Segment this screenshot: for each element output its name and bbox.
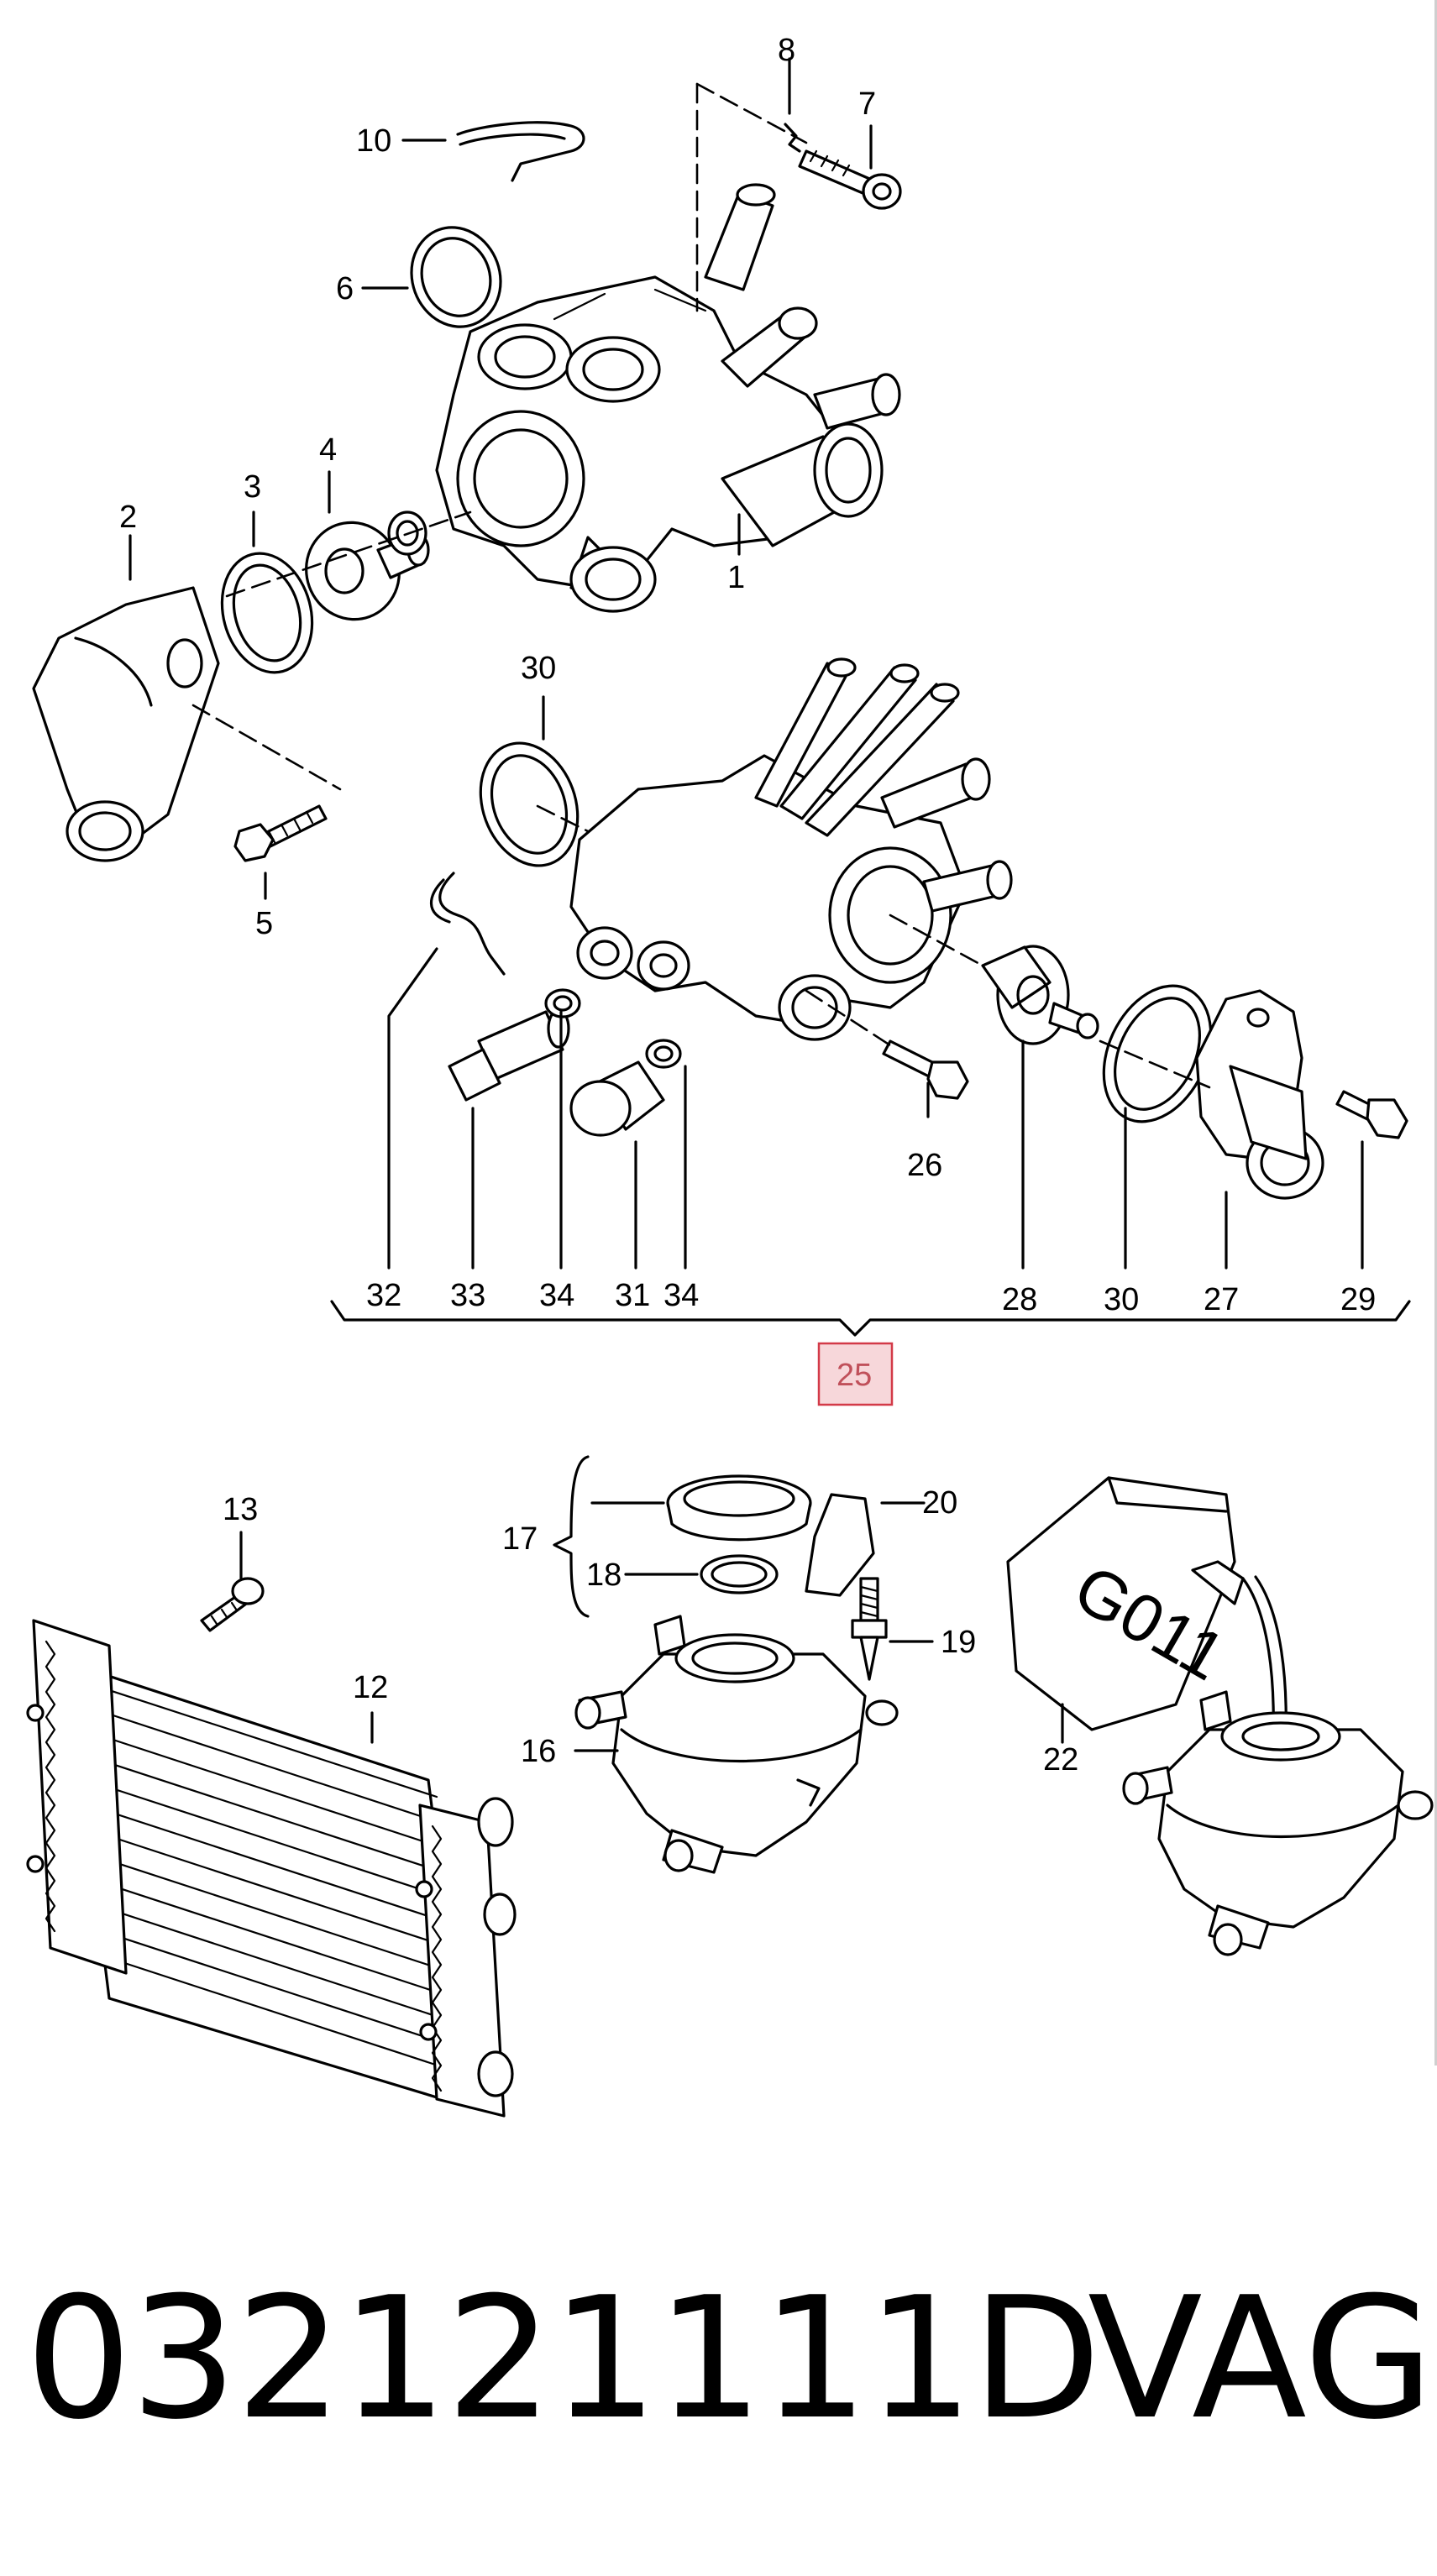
callout-22: 22 — [1043, 1742, 1078, 1778]
expansion-tank-filled — [1122, 1690, 1434, 1956]
callout-13: 13 — [223, 1492, 258, 1527]
callout-26: 26 — [907, 1148, 942, 1183]
screw-13 — [200, 1577, 265, 1632]
clip-10 — [456, 121, 585, 182]
expansion-tank-16 — [574, 1615, 899, 1874]
callout-34-b: 34 — [663, 1278, 699, 1313]
radiator-12 — [26, 1619, 517, 2118]
callout-27: 27 — [1204, 1282, 1239, 1317]
callout-19: 19 — [941, 1625, 976, 1660]
callout-30-top: 30 — [521, 651, 556, 686]
callout-12: 12 — [353, 1670, 388, 1705]
callout-31: 31 — [615, 1278, 650, 1313]
callout-3: 3 — [244, 469, 261, 505]
callout-20: 20 — [922, 1485, 957, 1521]
o-ring-6 — [410, 226, 502, 328]
callout-17: 17 — [502, 1521, 538, 1557]
callout-5: 5 — [255, 906, 273, 941]
callout-1: 1 — [727, 560, 745, 595]
coolant-elbow-2 — [32, 586, 220, 862]
bolt-26 — [882, 1039, 969, 1100]
callout-29: 29 — [1340, 1282, 1376, 1317]
callout-25: 25 — [837, 1358, 872, 1393]
callout-34-a: 34 — [539, 1278, 574, 1313]
callout-25-highlight — [817, 1342, 894, 1406]
bolt-5 — [233, 804, 328, 862]
part-number: 032121111D — [25, 2261, 1101, 2457]
callout-30-bottom: 30 — [1104, 1282, 1139, 1317]
callout-18: 18 — [586, 1558, 621, 1593]
o-ring-30-left — [479, 741, 580, 867]
callout-28: 28 — [1002, 1282, 1037, 1317]
connection-flange-27 — [1195, 989, 1324, 1200]
coolant-flange-housing — [435, 183, 901, 613]
coolant-housing-25 — [569, 657, 1013, 1041]
callout-32: 32 — [366, 1278, 401, 1313]
bolt-7 — [798, 149, 902, 210]
callout-8: 8 — [778, 33, 795, 68]
plug-31 — [569, 1060, 665, 1137]
thermostat-4 — [305, 521, 430, 621]
bolt-29 — [1335, 1090, 1408, 1139]
coolant-can-22: G011 — [1006, 1476, 1245, 1731]
washer-34-b — [645, 1039, 682, 1069]
group-brace-25 — [330, 1300, 1411, 1337]
callout-7: 7 — [858, 86, 876, 122]
callout-33: 33 — [450, 1278, 485, 1313]
clip-8 — [784, 123, 801, 153]
callout-labels: 8 7 10 6 4 3 2 1 5 30 26 32 33 34 31 34 … — [119, 33, 1376, 1778]
callout-6: 6 — [336, 271, 354, 306]
thermostat-28 — [981, 945, 1099, 1045]
page-edge-divider — [1434, 0, 1437, 2066]
callout-2: 2 — [119, 500, 137, 535]
bracket-20 — [805, 1493, 875, 1597]
clip-32 — [438, 872, 506, 976]
callout-10: 10 — [356, 123, 391, 159]
bolt-19 — [851, 1577, 888, 1681]
callout-4: 4 — [319, 432, 337, 468]
filler-cap-17 — [666, 1474, 812, 1542]
leader-lines — [128, 57, 1364, 1752]
brand-name: VAG — [1088, 2261, 1434, 2457]
callout-16: 16 — [521, 1734, 556, 1769]
washer-34-a — [544, 988, 581, 1018]
temperature-sensor-33 — [448, 1008, 570, 1102]
